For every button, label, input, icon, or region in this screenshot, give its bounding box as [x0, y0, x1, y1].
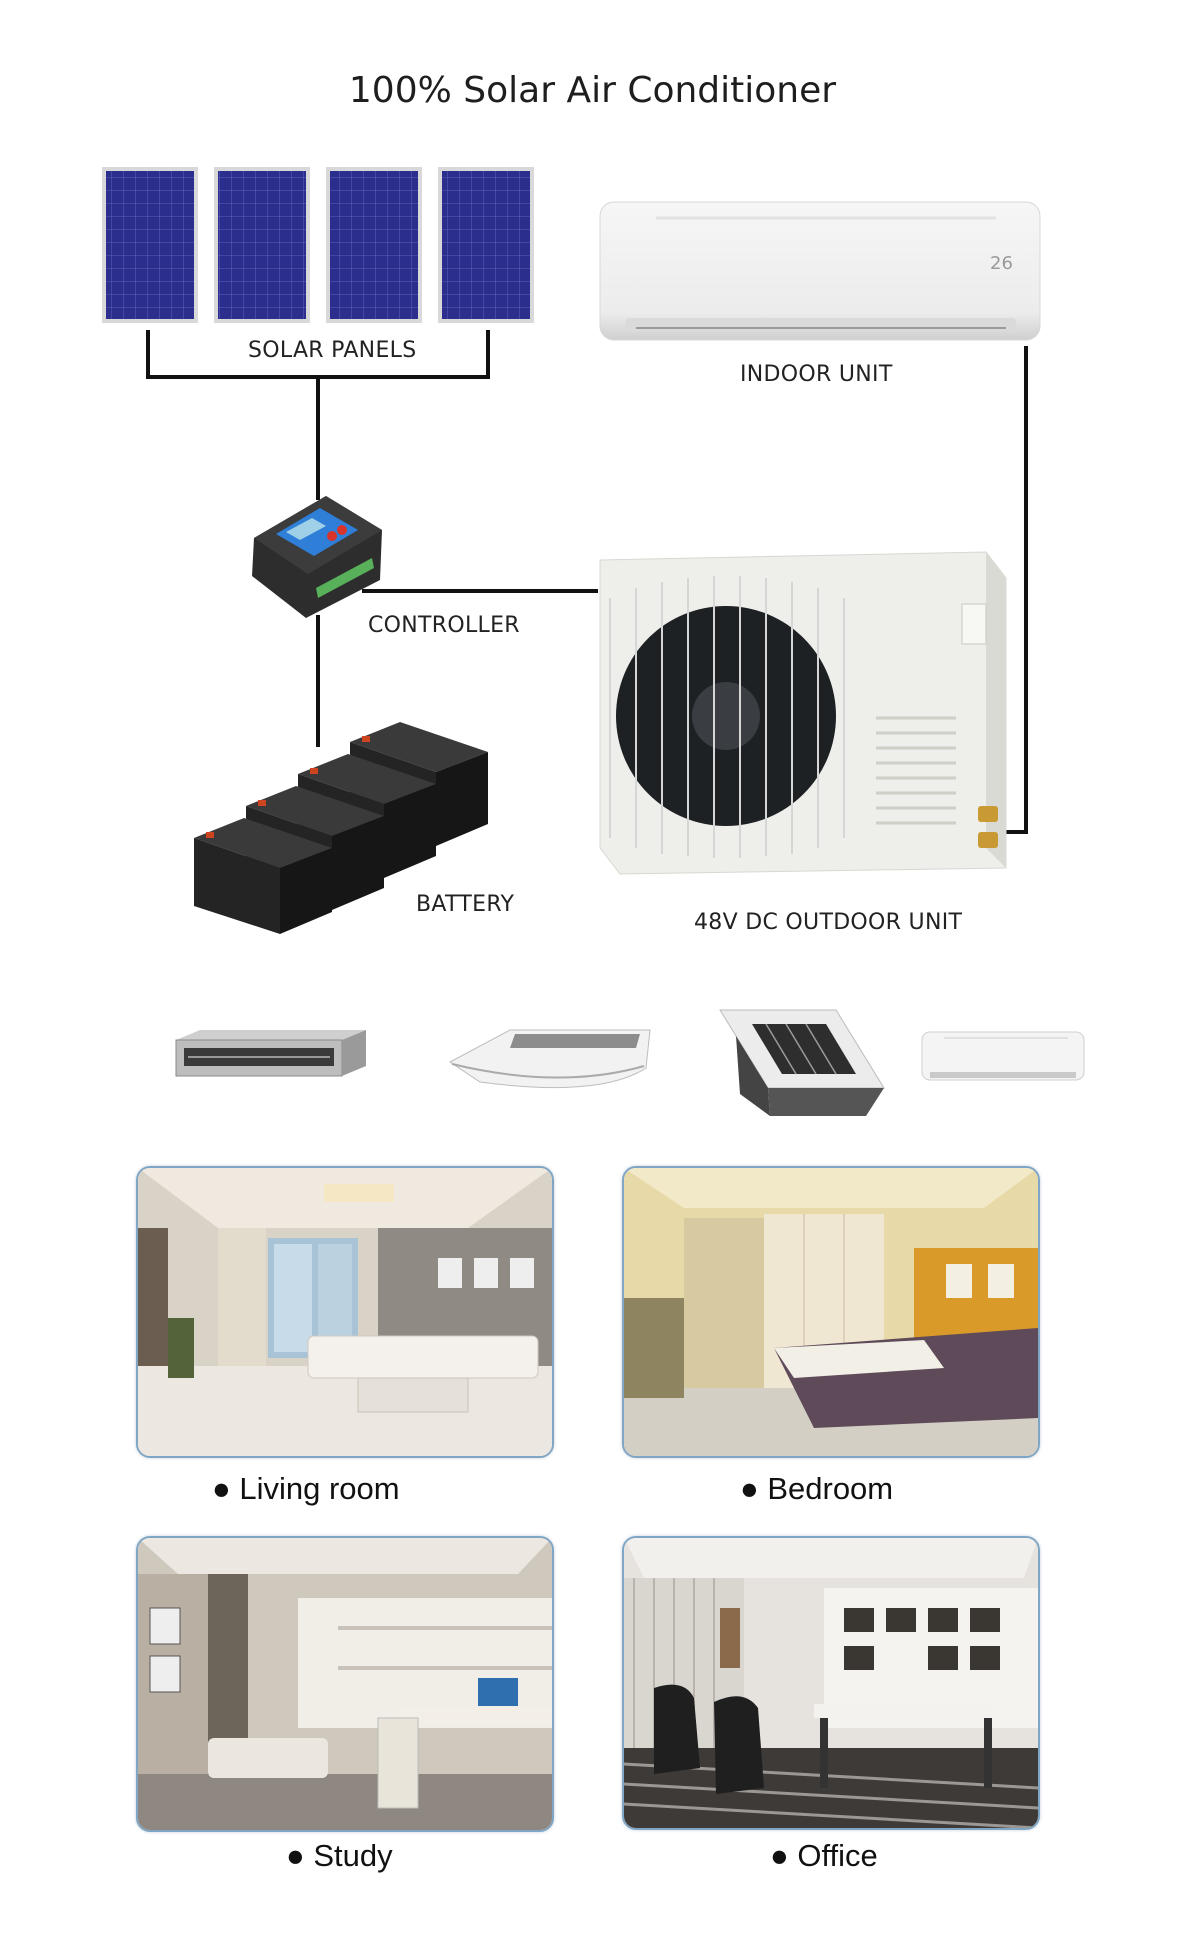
- room-label-office: ● Office: [770, 1838, 878, 1873]
- solar-panel-1: [102, 167, 198, 323]
- room-label-living: ● Living room: [212, 1471, 400, 1506]
- bedroom-photo: [622, 1166, 1040, 1458]
- solar-panels-label: SOLAR PANELS: [248, 338, 417, 363]
- room-label-study: ● Study: [286, 1838, 393, 1873]
- controller: [252, 496, 382, 618]
- indoor-display: 26: [990, 253, 1013, 274]
- wire-right: [486, 330, 490, 378]
- wire-controller-battery: [316, 615, 320, 747]
- study-photo: [136, 1536, 554, 1832]
- wall-mounted-unit-icon: [921, 1031, 1085, 1081]
- wire-to-controller: [316, 375, 320, 500]
- solar-panel-2: [214, 167, 310, 323]
- solar-panels-group: [102, 167, 534, 323]
- room-label-bedroom: ● Bedroom: [740, 1471, 894, 1506]
- office-photo: [622, 1536, 1040, 1830]
- wire-outdoor-connect: [995, 830, 1028, 834]
- page-title: 100% Solar Air Conditioner: [348, 70, 837, 111]
- wire-left: [146, 330, 150, 378]
- ceiling-floor-unit-icon: [449, 1029, 651, 1089]
- living-room-photo: [136, 1166, 554, 1458]
- ducted-unit-icon: [175, 1030, 366, 1077]
- indoor-unit-label: INDOOR UNIT: [740, 362, 893, 387]
- outdoor-unit-label: 48V DC OUTDOOR UNIT: [694, 910, 963, 935]
- battery-bank: [194, 722, 488, 934]
- solar-panel-3: [326, 167, 422, 323]
- cassette-unit-icon: [719, 1009, 885, 1116]
- solar-panel-4: [438, 167, 534, 323]
- controller-label: CONTROLLER: [368, 613, 520, 638]
- battery-label: BATTERY: [416, 892, 515, 917]
- indoor-unit: [599, 201, 1041, 341]
- wire-indoor-outdoor: [1024, 346, 1028, 834]
- outdoor-unit: [599, 551, 1007, 875]
- wire-controller-outdoor: [362, 589, 598, 593]
